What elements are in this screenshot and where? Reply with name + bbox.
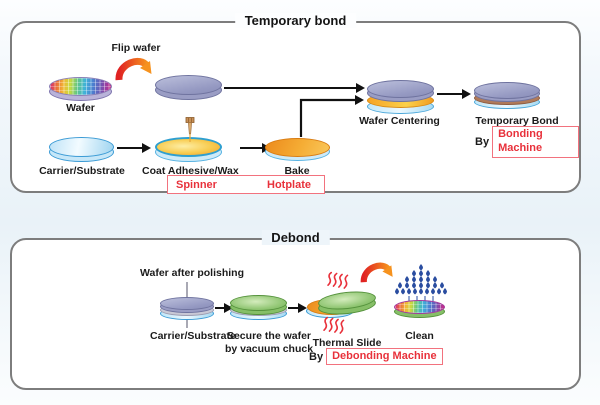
bake-label: Bake: [284, 165, 310, 177]
debonding-machine-badge: Debonding Machine: [326, 348, 443, 366]
wafer-centering-disc: [367, 80, 434, 116]
thermal-slide-disc: [306, 289, 381, 320]
wafer-label: Wafer: [66, 102, 95, 114]
arrow-right-icon: [117, 143, 151, 153]
bake-disc-face: [265, 138, 330, 157]
temporary-bond-disc: [474, 82, 540, 111]
coat-disc-face: [155, 137, 222, 157]
stack-wafer-face: [160, 297, 214, 310]
wafer-after-polishing-label: Wafer after polishing: [139, 267, 245, 279]
dispenser-icon: [185, 117, 195, 142]
arrow-right-icon: [224, 83, 365, 93]
clean-label: Clean: [405, 330, 434, 342]
arrow-right-icon: [240, 143, 271, 153]
carrier-substrate-label: Carrier/Substrate: [39, 165, 125, 177]
debond-panel: Debond Wafer after polishing Carrier/Sub…: [10, 230, 581, 390]
chuck-disc-face: [230, 295, 287, 311]
bake-disc: [265, 138, 330, 162]
vacuum-chuck-stack-disc: [230, 295, 287, 322]
flip-arrow-icon: [360, 262, 393, 283]
elbow-arrow-icon: [299, 95, 364, 137]
by-label: By: [309, 350, 324, 363]
hotplate-label: Hotplate: [267, 178, 311, 191]
thermal-slide-label: Thermal Slide: [312, 337, 382, 349]
carrier-substrate-disc: [49, 137, 114, 163]
coat-adhesive-disc: [155, 137, 222, 163]
spinner-label: Spinner: [176, 178, 217, 191]
arrow-right-icon: [437, 89, 471, 99]
flipped-wafer-face: [155, 75, 222, 95]
bonding-machine-badge: Bonding Machine: [492, 126, 579, 158]
clean-disc-face: [394, 300, 445, 314]
temporary-bond-panel: Temporary bond Flip wafer Wafer Carrier/…: [10, 13, 581, 194]
clean-wafer-disc: [394, 300, 445, 319]
centering-wafer-face: [367, 80, 434, 98]
arrow-right-icon: [215, 303, 233, 313]
arrow-right-icon: [288, 303, 307, 313]
water-droplets-icon: [395, 264, 447, 301]
by-bonding-machine: By Bonding Machine: [475, 126, 579, 158]
secure-wafer-line2: by vacuum chuck: [224, 343, 314, 356]
heat-waves-icon: [323, 316, 345, 334]
secure-wafer-line1: Secure the wafer: [226, 330, 312, 342]
carrier-disc-face: [49, 137, 114, 157]
tempbond-wafer-face: [474, 82, 540, 99]
wafer-disc-face: [49, 77, 112, 96]
panel-title: Debond: [261, 230, 330, 245]
wafer-centering-label: Wafer Centering: [359, 115, 440, 127]
wafer-disc: [49, 77, 112, 103]
flip-wafer-label: Flip wafer: [111, 42, 161, 54]
heat-waves-icon: [327, 271, 349, 289]
flipped-wafer-disc: [155, 75, 222, 102]
carrier-substrate-label: Carrier/Substrate: [150, 330, 236, 342]
panel-title: Temporary bond: [234, 13, 357, 28]
spinner-hotplate-box: Spinner Hotplate: [167, 175, 325, 194]
coat-adhesive-label: Coat Adhesive/Wax: [142, 165, 239, 177]
temporary-bond-label: Temporary Bond: [475, 115, 559, 127]
flip-arrow-icon: [115, 58, 152, 81]
polished-wafer-stack-disc: [160, 297, 214, 322]
by-label: By: [475, 135, 490, 148]
secure-wafer-label: Secure the wafer by vacuum chuck: [220, 330, 318, 356]
by-debonding-machine: By Debonding Machine: [309, 348, 443, 366]
